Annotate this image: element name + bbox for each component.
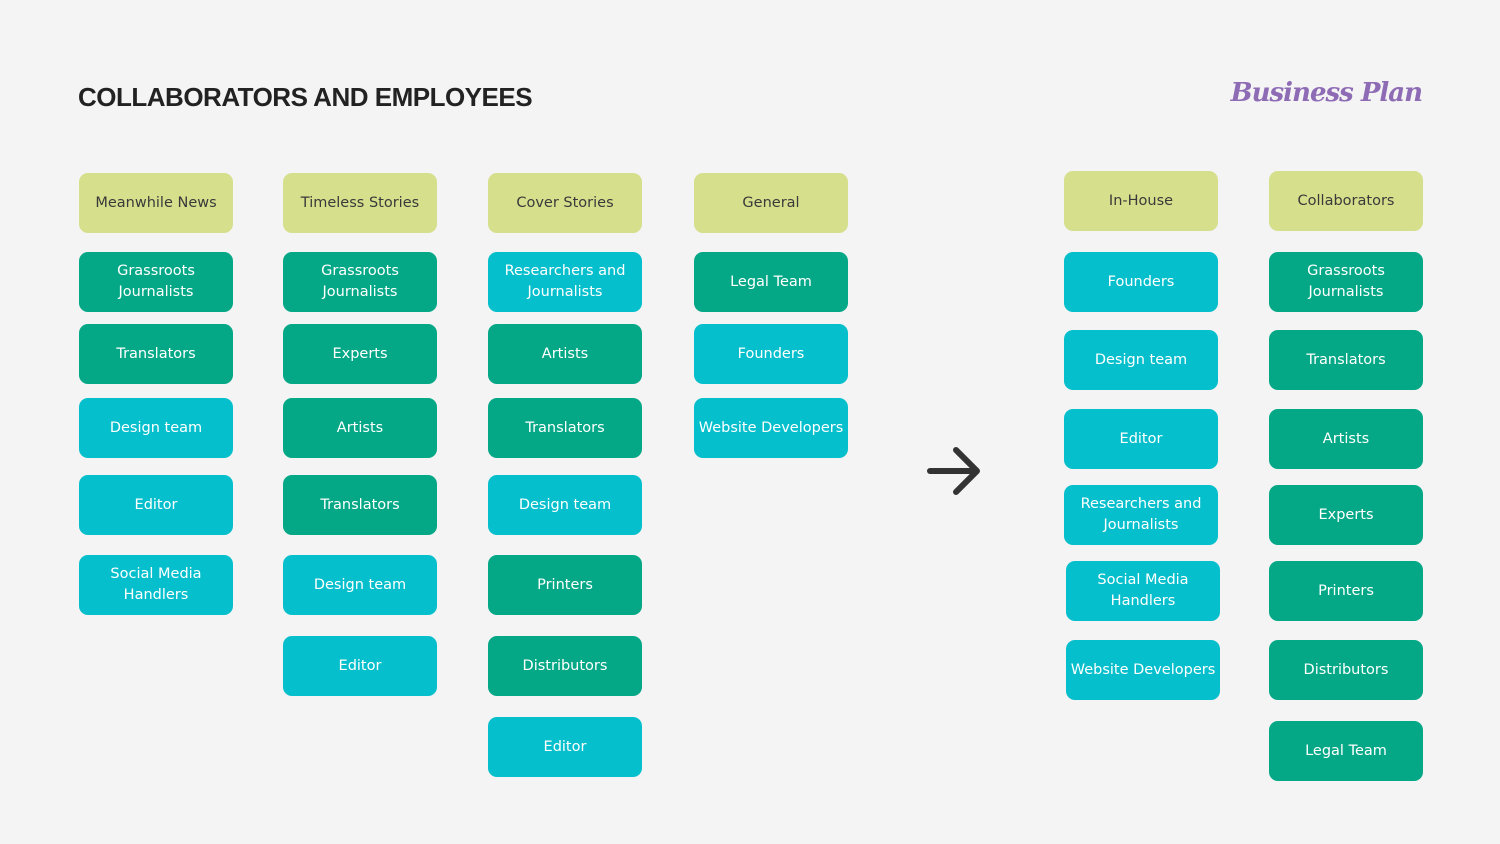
member-box: Artists <box>488 324 642 384</box>
member-box: Researchers and Journalists <box>1064 485 1218 545</box>
member-box: Legal Team <box>694 252 848 312</box>
member-box: Translators <box>1269 330 1423 390</box>
column-header: Timeless Stories <box>283 173 437 233</box>
member-box: Design team <box>79 398 233 458</box>
column-header: Cover Stories <box>488 173 642 233</box>
member-box: Design team <box>283 555 437 615</box>
member-box: Translators <box>488 398 642 458</box>
member-box: Translators <box>79 324 233 384</box>
column-header: Meanwhile News <box>79 173 233 233</box>
member-box: Editor <box>283 636 437 696</box>
member-box: Editor <box>488 717 642 777</box>
member-box: Translators <box>283 475 437 535</box>
member-box: Founders <box>1064 252 1218 312</box>
arrow-right-icon <box>927 447 980 495</box>
page-title: COLLABORATORS AND EMPLOYEES <box>78 82 533 112</box>
brand-logo-text: Business Plan <box>1230 78 1423 108</box>
member-box: Printers <box>488 555 642 615</box>
member-box: Grassroots Journalists <box>1269 252 1423 312</box>
column-header: In-House <box>1064 171 1218 231</box>
member-box: Printers <box>1269 561 1423 621</box>
member-box: Researchers and Journalists <box>488 252 642 312</box>
column-header: General <box>694 173 848 233</box>
member-box: Founders <box>694 324 848 384</box>
member-box: Social Media Handlers <box>79 555 233 615</box>
member-box: Editor <box>79 475 233 535</box>
member-box: Distributors <box>1269 640 1423 700</box>
member-box: Grassroots Journalists <box>79 252 233 312</box>
member-box: Legal Team <box>1269 721 1423 781</box>
member-box: Website Developers <box>1066 640 1220 700</box>
member-box: Website Developers <box>694 398 848 458</box>
member-box: Design team <box>1064 330 1218 390</box>
member-box: Editor <box>1064 409 1218 469</box>
member-box: Distributors <box>488 636 642 696</box>
member-box: Social Media Handlers <box>1066 561 1220 621</box>
member-box: Grassroots Journalists <box>283 252 437 312</box>
column-header: Collaborators <box>1269 171 1423 231</box>
member-box: Experts <box>1269 485 1423 545</box>
member-box: Artists <box>1269 409 1423 469</box>
member-box: Experts <box>283 324 437 384</box>
member-box: Design team <box>488 475 642 535</box>
member-box: Artists <box>283 398 437 458</box>
